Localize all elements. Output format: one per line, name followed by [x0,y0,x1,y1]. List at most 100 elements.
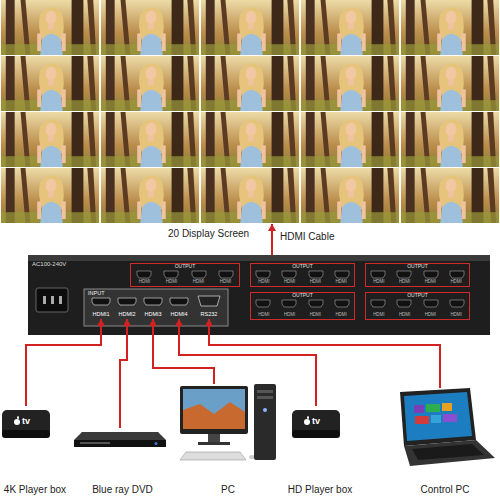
input-port: HDMI2 [115,295,139,319]
tile [431,415,441,423]
hdmi-port [170,298,188,305]
control-port: RS232 [195,295,223,319]
output-group: OUTPUTHDMIHDMIHDMIHDMI [250,292,355,320]
port-label: HDMI [443,312,469,317]
screen [201,56,299,111]
hdmi-cable [149,319,214,384]
tile [442,403,452,411]
node-label: Control PC [392,484,498,496]
drive-slot [257,396,273,399]
port-label: HDMI [212,279,239,284]
tile [414,405,424,413]
screen [101,112,199,167]
drive-slot [257,390,273,393]
socket-pin [43,296,46,304]
monitor-stand [208,434,220,442]
arrow-head [268,224,276,231]
hdmi-port [92,298,110,305]
screen [1,112,99,167]
node-label: AC100-240V [32,261,92,268]
input-port: HDMI3 [141,295,165,319]
dvd-top [74,432,166,440]
hdmi-port [450,271,464,278]
arrow-head [149,319,157,326]
screen [101,168,199,223]
tile [426,404,440,412]
power-socket [36,288,68,312]
hdmi-port [397,271,411,278]
dvd-front [74,440,166,447]
output-group: OUTPUTHDMIHDMIHDMIHDMI [130,263,240,287]
port-label: HDMI [158,279,185,284]
control-device: Control PC [392,388,498,496]
controller-box: AC100-240VOUTPUTHDMIHDMIHDMIHDMIOUTPUTHD… [28,255,490,335]
hdmi-port [309,271,323,278]
node-label: HDMI2 [115,311,139,317]
dvd-tray [80,442,110,444]
port-label: HDMI [277,279,303,284]
node-label: INPUT [88,290,118,296]
source-device: 4K Player box [0,406,70,496]
screen [101,0,199,55]
player-box-side [292,430,340,438]
hdmi-port [118,298,136,305]
node-label: Blue ray DVD [75,484,170,496]
port-label: HDMI [303,312,329,317]
hdmi-cable [268,224,276,255]
hdmi-cable [175,319,316,406]
laptop-lid [400,388,476,446]
output-group: OUTPUTHDMIHDMIHDMIHDMI [365,263,470,287]
input-port: HDMI4 [167,295,191,319]
port-label: HDMI [392,279,418,284]
cable-line [153,319,214,384]
screen [301,168,399,223]
cable-line [26,319,101,406]
hdmi-port [137,271,151,278]
screen [1,56,99,111]
cable-line [120,319,127,428]
node-label: HDMI1 [89,311,113,317]
socket-pin [59,296,62,304]
arrow-head [123,319,131,326]
screen [301,0,399,55]
apple-logo [304,419,310,425]
port-label: HDMI [251,312,277,317]
output-group: OUTPUTHDMIHDMIHDMIHDMI [250,263,355,287]
monitor [180,386,248,434]
hdmi-port [309,300,323,307]
hdmi-port [282,271,296,278]
hdmi-cable [120,319,131,428]
screen [201,0,299,55]
port-label: HDMI [443,279,469,284]
node-label: HDMI3 [141,311,165,317]
hdmi-cable [205,319,440,388]
laptop-base [404,440,495,466]
hdmi-port [397,300,411,307]
group-label: OUTPUT [366,264,469,270]
cable-line [209,319,440,388]
tile [415,416,429,424]
apple-logo [14,419,20,425]
node-label: HD Player box [284,484,356,496]
apple-leaf [307,416,309,419]
logo-text: tv [312,416,320,426]
controller-top [28,255,490,261]
output-group: OUTPUTHDMIHDMIHDMIHDMI [365,292,470,320]
tile [443,414,457,422]
hdmi-port [192,271,206,278]
node-label: RS232 [195,311,223,317]
screen [101,56,199,111]
port-label: HDMI [366,312,392,317]
hdmi-port [256,271,270,278]
port-label: HDMI [303,279,329,284]
port-label: HDMI [418,279,444,284]
arrow-head [97,319,105,326]
port-label: HDMI [328,312,354,317]
node-label: 4K Player box [0,484,70,496]
screen [1,168,99,223]
screen [401,0,499,55]
source-device: Blue ray DVD [75,428,170,496]
hdmi-port [424,271,438,278]
